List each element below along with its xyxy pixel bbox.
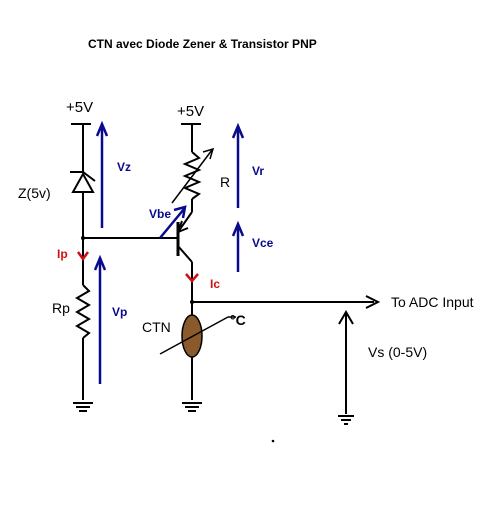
vbe-label: Vbe bbox=[149, 207, 171, 221]
vp-arrow bbox=[93, 254, 107, 384]
vz-arrow bbox=[95, 120, 109, 228]
vce-label: Vce bbox=[252, 236, 274, 250]
ic-arrow bbox=[185, 273, 199, 283]
rp-label: Rp bbox=[52, 300, 70, 316]
pnp-transistor bbox=[176, 211, 193, 263]
ip-label: Ip bbox=[57, 247, 68, 261]
ground-middle-icon bbox=[182, 402, 202, 412]
vr-arrow bbox=[231, 122, 245, 208]
r-variable-arrow bbox=[171, 149, 213, 204]
ctn-label: CTN bbox=[142, 319, 171, 335]
adc-label: To ADC Input bbox=[391, 294, 474, 310]
vr-label: Vr bbox=[252, 164, 264, 178]
ground-right-icon bbox=[338, 415, 354, 425]
vs-label: Vs (0-5V) bbox=[368, 344, 427, 360]
vs-arrow bbox=[338, 310, 354, 414]
diagram-title: CTN avec Diode Zener & Transistor PNP bbox=[88, 37, 317, 51]
temperature-label: °C bbox=[230, 312, 246, 328]
zener-diode bbox=[70, 171, 96, 238]
ctn-variable-line bbox=[159, 316, 229, 355]
ic-label: Ic bbox=[210, 277, 220, 291]
vz-label: Vz bbox=[117, 160, 131, 174]
vbe-arrow bbox=[159, 205, 187, 239]
rp-resistor bbox=[75, 284, 91, 339]
supply-left-label: +5V bbox=[66, 99, 93, 116]
r-label: R bbox=[220, 174, 230, 190]
ground-left-icon bbox=[73, 402, 93, 412]
stray-dot bbox=[271, 439, 275, 443]
supply-right-label: +5V bbox=[177, 103, 204, 120]
vp-label: Vp bbox=[112, 305, 127, 319]
vce-arrow bbox=[231, 220, 245, 272]
r-resistor bbox=[182, 151, 202, 200]
ip-arrow bbox=[76, 251, 90, 262]
zener-label: Z(5v) bbox=[18, 185, 51, 201]
output-arrow-icon bbox=[365, 295, 381, 309]
